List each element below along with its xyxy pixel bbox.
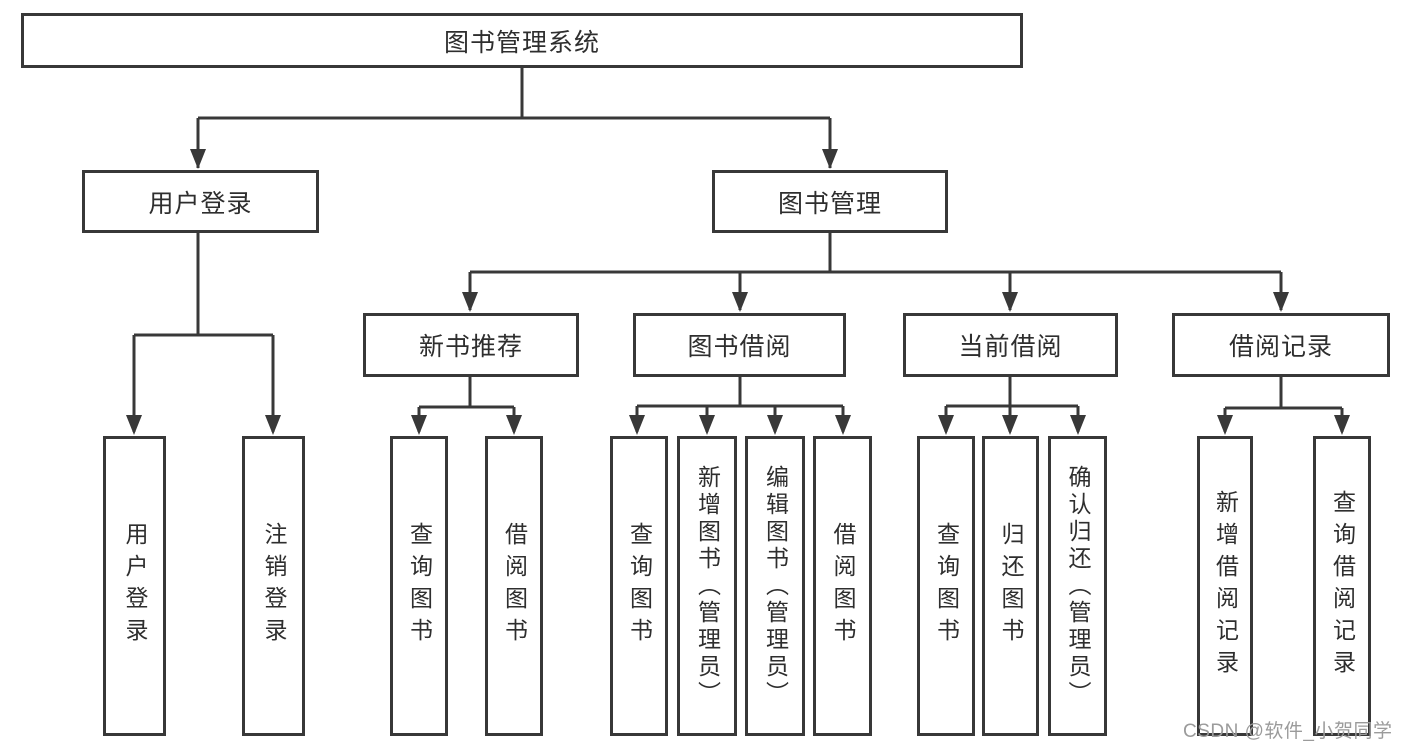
leaf-edit-books-admin: 编辑图书（管理员）	[745, 436, 805, 736]
node-new-book-recommend: 新书推荐	[363, 313, 579, 377]
node-borrow-records: 借阅记录	[1172, 313, 1390, 377]
leaf-user-login: 用户登录	[103, 436, 166, 736]
leaf-borrow-query-books-label: 查询图书	[626, 522, 653, 650]
node-new-book-recommend-label: 新书推荐	[418, 333, 523, 361]
leaf-query-borrow-record-label: 查询借阅记录	[1329, 490, 1356, 682]
node-user-login-label: 用户登录	[148, 189, 253, 218]
leaf-add-books-admin: 新增图书（管理员）	[677, 436, 737, 736]
arrowheads	[126, 149, 1350, 435]
leaf-borrow-query-books: 查询图书	[610, 436, 668, 736]
leaf-user-login-label: 用户登录	[122, 522, 148, 650]
leaf-current-query-books: 查询图书	[917, 436, 975, 736]
leaf-borrow-books: 借阅图书	[813, 436, 872, 736]
leaf-recommend-query-books: 查询图书	[390, 436, 448, 736]
node-borrow-records-label: 借阅记录	[1228, 333, 1333, 361]
leaf-logout: 注销登录	[242, 436, 305, 736]
node-book-borrow: 图书借阅	[633, 313, 846, 377]
leaf-add-borrow-record: 新增借阅记录	[1197, 436, 1253, 736]
node-current-borrow: 当前借阅	[903, 313, 1118, 377]
node-user-login: 用户登录	[82, 170, 319, 233]
node-book-borrow-label: 图书借阅	[687, 333, 792, 361]
node-root-label: 图书管理系统	[443, 28, 600, 57]
leaf-query-borrow-record: 查询借阅记录	[1313, 436, 1371, 736]
leaf-recommend-query-books-label: 查询图书	[406, 522, 433, 650]
leaf-recommend-borrow-books-label: 借阅图书	[501, 522, 528, 650]
leaf-confirm-return-admin: 确认归还（管理员）	[1048, 436, 1107, 736]
leaf-add-books-admin-label: 新增图书（管理员）	[694, 464, 721, 708]
leaf-confirm-return-admin-label: 确认归还（管理员）	[1065, 464, 1091, 708]
leaf-edit-books-admin-label: 编辑图书（管理员）	[762, 464, 789, 708]
node-book-management-label: 图书管理	[777, 189, 882, 218]
csdn-watermark: CSDN @软件_小贺同学	[1183, 721, 1393, 742]
leaf-current-query-books-label: 查询图书	[933, 522, 960, 650]
leaf-recommend-borrow-books: 借阅图书	[485, 436, 543, 736]
leaf-add-borrow-record-label: 新增借阅记录	[1212, 490, 1239, 682]
node-current-borrow-label: 当前借阅	[958, 333, 1063, 361]
node-root: 图书管理系统	[21, 13, 1023, 68]
leaf-return-books: 归还图书	[982, 436, 1039, 736]
leaf-logout-label: 注销登录	[261, 522, 287, 650]
leaf-borrow-books-label: 借阅图书	[830, 522, 856, 650]
node-book-management: 图书管理	[712, 170, 948, 233]
leaf-return-books-label: 归还图书	[998, 522, 1024, 650]
